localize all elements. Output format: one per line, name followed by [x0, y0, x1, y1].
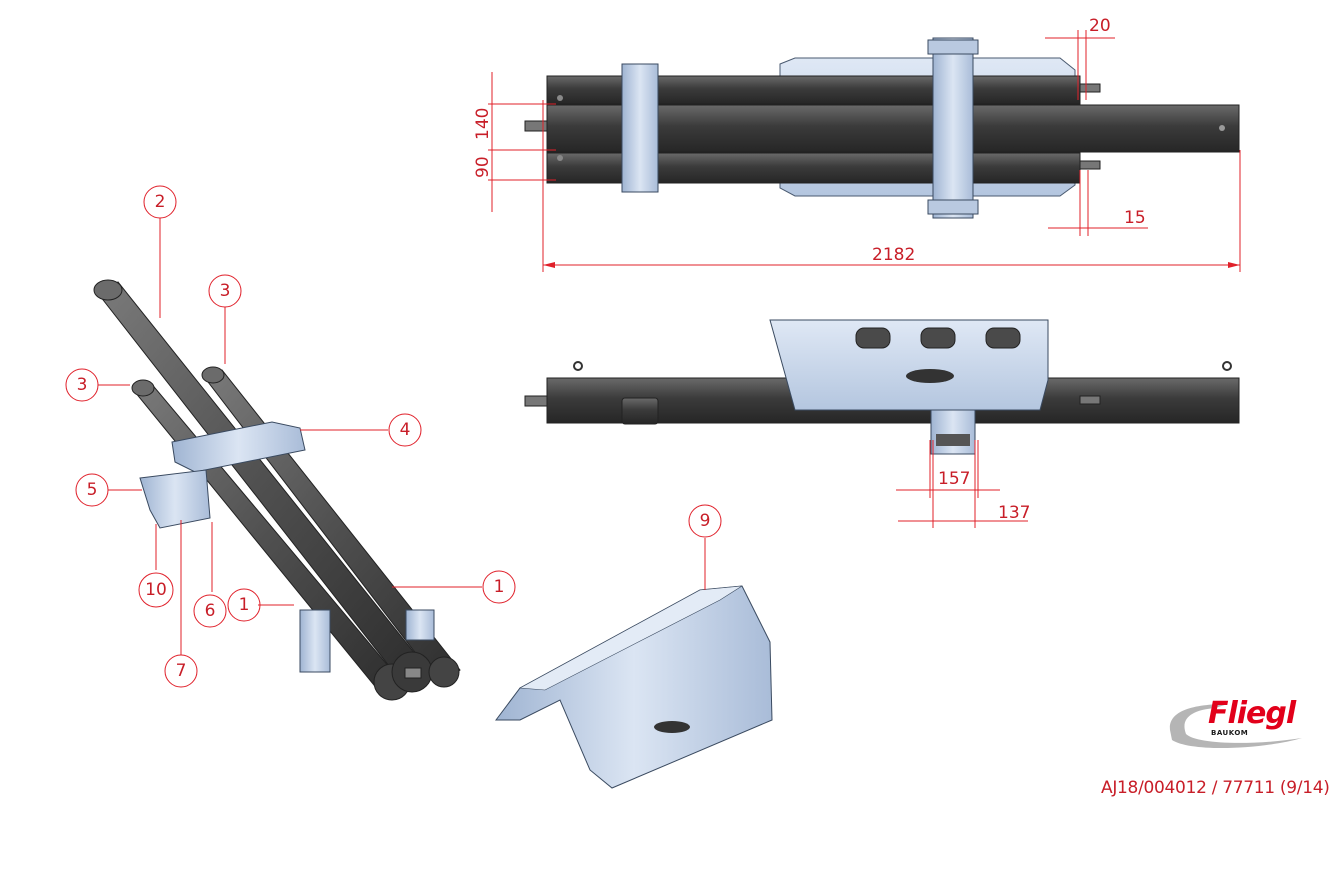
callout-1-left: 1: [227, 588, 261, 622]
callout-label: 1: [239, 595, 250, 615]
dim-90: 90: [473, 156, 493, 178]
drawing-reference: AJ18/004012 / 77711 (9/14): [1101, 778, 1330, 798]
dim-2182: 2182: [872, 245, 915, 265]
callout-label: 6: [205, 601, 216, 621]
callout-label: 1: [494, 577, 505, 597]
side-view-dimensions: [896, 440, 1028, 528]
callout-10: 10: [138, 572, 174, 608]
dim-137: 137: [998, 503, 1030, 523]
brand-logo: Fliegl: [1208, 696, 1296, 731]
dim-140: 140: [473, 108, 493, 140]
dim-20: 20: [1089, 16, 1111, 36]
callout-7: 7: [164, 654, 198, 688]
callout-5: 5: [75, 473, 109, 507]
callout-label: 7: [176, 661, 187, 681]
callout-label: 3: [77, 375, 88, 395]
callout-label: 3: [220, 281, 231, 301]
callout-9: 9: [688, 504, 722, 538]
callout-label: 10: [145, 580, 167, 600]
logo-swoosh: [1169, 704, 1302, 749]
callout-label: 9: [700, 511, 711, 531]
callout-label: 4: [400, 420, 411, 440]
callout-3-right: 3: [208, 274, 242, 308]
top-view: [524, 37, 1240, 219]
top-view-dimensions: [488, 30, 1241, 272]
callout-2: 2: [143, 185, 177, 219]
brand-logo-sub: BAUKOM: [1211, 729, 1249, 737]
callout-1-right: 1: [482, 570, 516, 604]
callout-6: 6: [193, 594, 227, 628]
callout-4: 4: [388, 413, 422, 447]
callout-lines: [98, 218, 706, 655]
callout-label: 5: [87, 480, 98, 500]
shield-part: [495, 585, 773, 789]
side-view: [524, 319, 1240, 455]
dim-15: 15: [1124, 208, 1146, 228]
isometric-assembly: [93, 279, 461, 701]
callout-label: 2: [155, 192, 166, 212]
callout-3-left: 3: [65, 368, 99, 402]
dim-157: 157: [938, 469, 970, 489]
